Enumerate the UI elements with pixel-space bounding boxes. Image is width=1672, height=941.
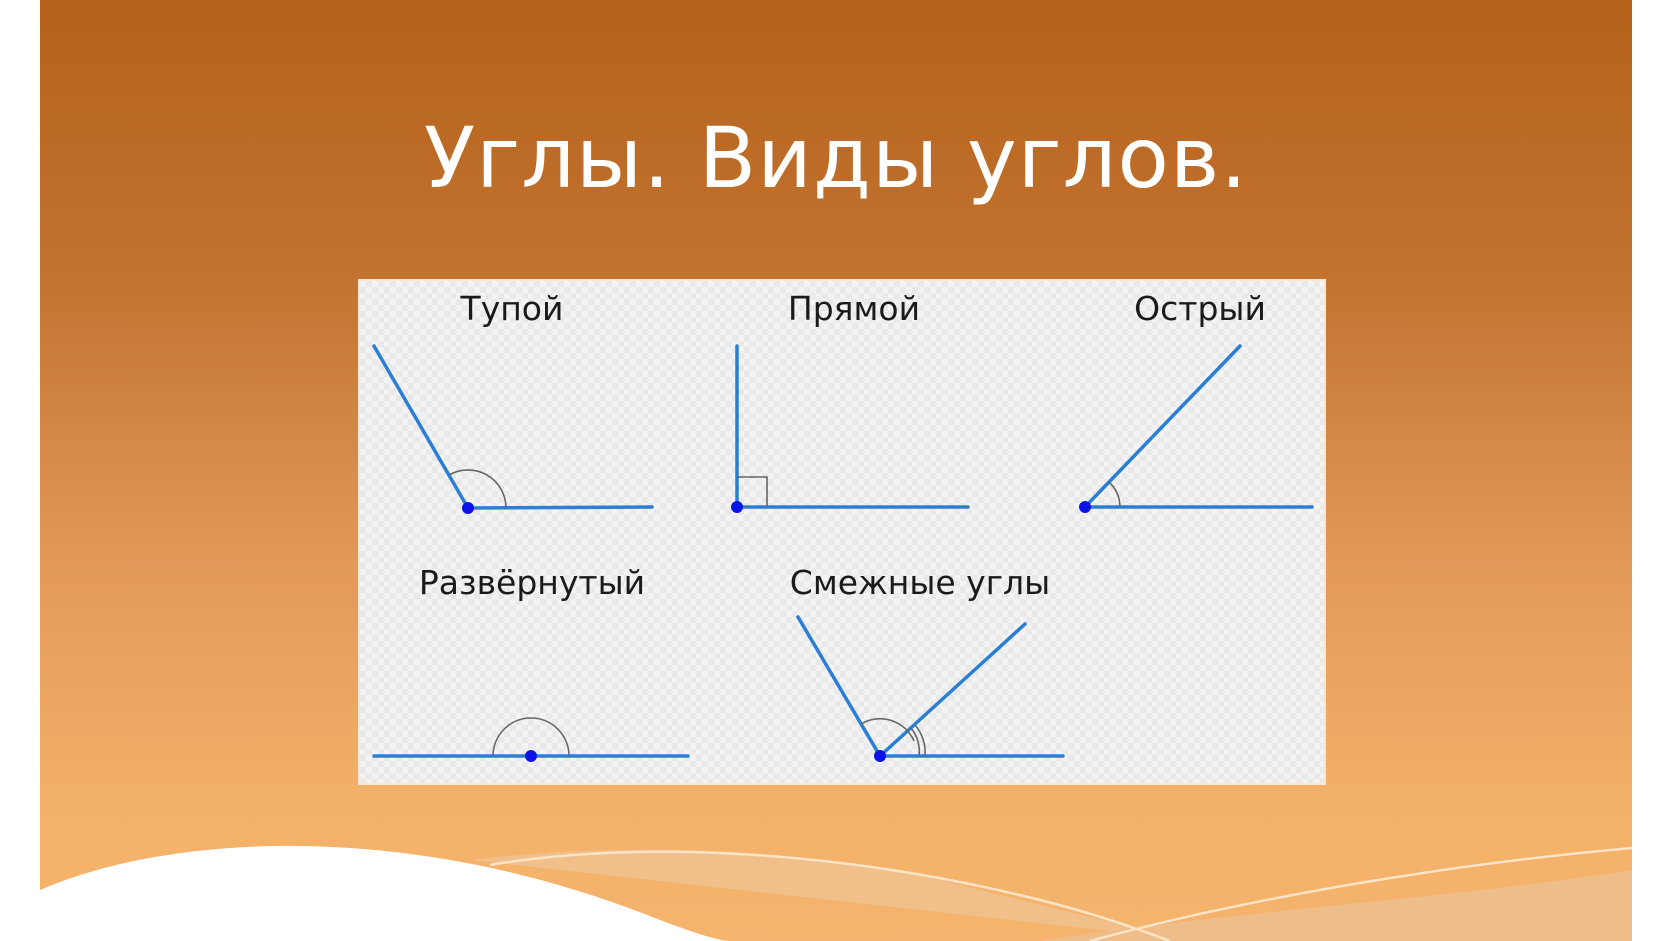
adjacent-angle-arc-acute-outer: [914, 724, 926, 757]
label-right: Прямой: [787, 289, 921, 328]
label-acute: Острый: [1134, 289, 1266, 328]
slide-title: Углы. Виды углов.: [423, 109, 1249, 207]
acute-angle-rays: [1083, 344, 1314, 509]
label-adjacent: Смежные углы: [789, 563, 1051, 602]
right-angle-rays: [735, 344, 970, 509]
right-vertex-point: [731, 501, 743, 513]
adjacent-angle-arc-obtuse: [860, 717, 915, 742]
adjacent-angle-arc-acute-inner: [910, 727, 921, 757]
label-obtuse: Тупой: [460, 289, 564, 328]
straight-vertex-point: [525, 750, 537, 762]
angle-types-figure: Тупой Прямой Острый Развёрнутый Смежные …: [360, 281, 1324, 783]
obtuse-angle-rays: [372, 344, 654, 510]
label-straight: Развёрнутый: [418, 563, 646, 602]
right-angle-marker: [737, 476, 768, 507]
obtuse-vertex-point: [462, 502, 474, 514]
adjacent-angles-rays: [796, 615, 1065, 758]
acute-vertex-point: [1079, 501, 1091, 513]
adjacent-vertex-point: [874, 750, 886, 762]
straight-angle-arc: [492, 717, 570, 757]
angle-diagrams: [372, 344, 1314, 762]
acute-angle-arc: [1108, 481, 1121, 508]
obtuse-angle-arc: [448, 469, 507, 509]
slide: Углы. Виды углов.: [40, 0, 1632, 941]
decorative-waves: [40, 845, 1632, 941]
